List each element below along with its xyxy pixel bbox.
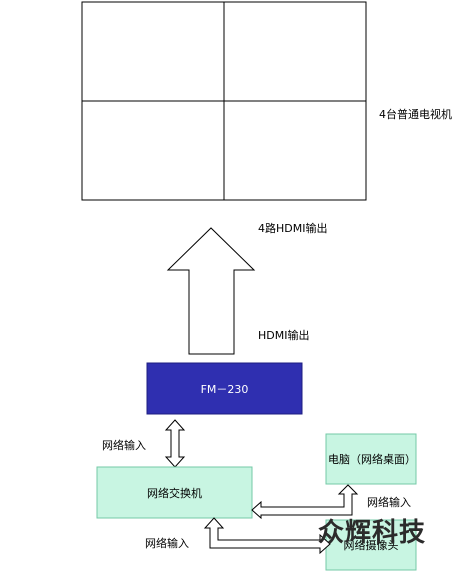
hdmi-output-arrow — [166, 227, 256, 355]
network-switch-label: 网络交换机 — [147, 486, 202, 500]
switch-pc-double-arrow — [251, 484, 359, 520]
watermark: 众辉科技 — [318, 518, 427, 548]
four-way-hdmi-output-label: 4路HDMI输出 — [258, 222, 328, 235]
tv-label: 4台普通电视机 — [379, 108, 452, 121]
device-switch-double-arrow — [164, 419, 186, 468]
hdmi-output-label: HDMI输出 — [258, 329, 310, 342]
network-input-right-label: 网络输入 — [367, 496, 411, 509]
camera-box — [325, 519, 417, 571]
pc-label: 电脑（网络桌面） — [328, 452, 416, 466]
pc-box — [325, 433, 417, 485]
device-name: FM－230 — [200, 382, 249, 396]
network-input-bottom-label: 网络输入 — [145, 537, 189, 550]
device-fm230-box — [146, 362, 303, 415]
network-input-left-label: 网络输入 — [102, 439, 146, 452]
camera-label: 网络摄像头 — [343, 539, 399, 552]
network-switch-box — [96, 466, 253, 519]
switch-camera-double-arrow — [203, 517, 331, 555]
